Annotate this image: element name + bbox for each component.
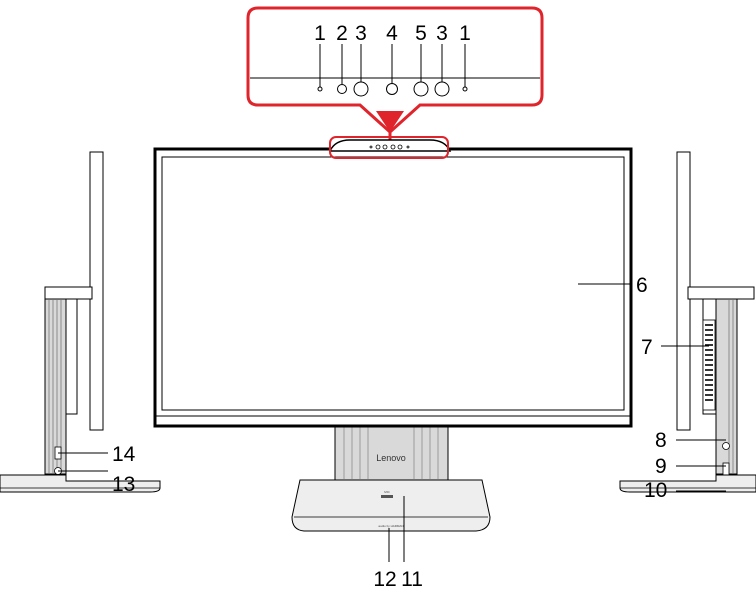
audio-brand-label: audio by HARMAN	[378, 524, 403, 528]
right-side-view	[619, 151, 756, 493]
callout-4: 4	[386, 22, 398, 45]
stand-logo: Lenovo	[376, 453, 406, 463]
callout-3-left: 3	[355, 22, 367, 45]
callout-pointer-arrow	[376, 111, 404, 132]
left-side-stand-head	[44, 286, 93, 300]
right-side-base	[619, 474, 756, 493]
camera-bar	[328, 139, 452, 152]
callout-14: 14	[112, 443, 136, 466]
callout-12: 12	[373, 568, 396, 591]
mic-label: MIC	[384, 490, 390, 494]
callout-8: 8	[655, 429, 667, 452]
camera-main	[386, 83, 398, 95]
front-view: Lenovo MIC audio by HARMAN	[153, 136, 633, 532]
left-side-base	[0, 474, 161, 493]
callout-6: 6	[636, 274, 648, 297]
card-slot	[722, 462, 730, 476]
power-button	[722, 442, 730, 450]
camera-highlight-box	[329, 136, 449, 159]
callout-3-right: 3	[436, 22, 448, 45]
left-side-view	[0, 151, 161, 493]
right-side-stand-head	[687, 286, 755, 300]
display-area	[161, 156, 625, 411]
callout-1-left: 1	[314, 22, 326, 45]
mic-slot	[381, 495, 393, 498]
callout-9: 9	[655, 455, 667, 478]
callout-7: 7	[641, 336, 653, 359]
callout-frame	[246, 6, 544, 135]
callout-2: 2	[336, 22, 348, 45]
ir-led-left	[337, 84, 347, 94]
camera-zoom-callout: 1 2 3 4 5 3 1	[246, 6, 544, 140]
callout-1-right: 1	[459, 22, 471, 45]
callout-5: 5	[415, 22, 427, 45]
callout-10: 10	[644, 479, 667, 502]
callout-13: 13	[112, 473, 135, 496]
callout-11: 11	[401, 568, 423, 591]
stand-base	[291, 479, 491, 532]
